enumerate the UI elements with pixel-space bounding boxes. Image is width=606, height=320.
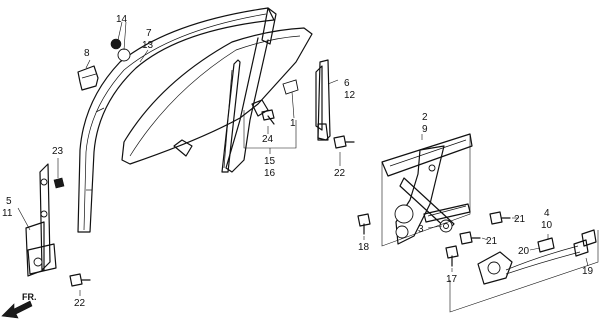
callout-9: 9	[422, 124, 428, 135]
callout-21-lower: 21	[486, 236, 498, 247]
callout-23: 23	[52, 146, 64, 157]
callout-6: 6	[344, 78, 350, 89]
callout-19: 19	[582, 266, 594, 277]
regulator-outline	[381, 134, 471, 247]
clip-8	[77, 65, 99, 91]
callout-24: 24	[262, 134, 274, 145]
leader-lines	[17, 21, 589, 296]
door-sash-channel	[77, 7, 277, 233]
callout-12: 12	[344, 90, 356, 101]
bolt-22-lower	[69, 273, 91, 287]
callout-2: 2	[422, 112, 428, 123]
callout-16: 16	[264, 168, 276, 179]
callout-20: 20	[518, 246, 530, 257]
callout-14: 14	[116, 14, 128, 25]
bolt-24	[261, 109, 275, 125]
regulator-motor	[477, 237, 589, 285]
callout-13: 13	[142, 40, 154, 51]
bolt-21-upper	[489, 211, 511, 225]
bolt-21-lower	[459, 231, 481, 245]
door-glass	[121, 27, 313, 165]
front-direction-label: FR.	[22, 292, 37, 302]
nut-23	[53, 177, 65, 189]
bolt-18	[357, 213, 371, 235]
callout-15: 15	[264, 156, 276, 167]
callout-21-upper: 21	[514, 214, 526, 225]
callout-18: 18	[358, 242, 370, 253]
front-lower-channel	[25, 163, 57, 277]
callout-4: 4	[544, 208, 550, 219]
bolt-17	[445, 245, 459, 267]
clip-19	[581, 229, 597, 247]
callout-22-upper: 22	[334, 168, 346, 179]
callout-7: 7	[146, 28, 152, 39]
callout-3: 3	[418, 224, 424, 235]
center-run-channel	[221, 59, 241, 173]
callout-8: 8	[84, 48, 90, 59]
motor-outline	[449, 230, 599, 313]
rear-lower-channel	[315, 59, 331, 141]
callout-11: 11	[2, 208, 13, 219]
front-direction-arrow	[1, 300, 33, 319]
callout-1: 1	[290, 118, 296, 129]
callout-17: 17	[446, 274, 458, 285]
bolt-22-upper	[333, 135, 355, 149]
callout-22-lower: 22	[74, 298, 86, 309]
grommet-14	[110, 38, 131, 62]
window-regulator	[381, 133, 473, 245]
callout-10: 10	[541, 220, 553, 231]
callout-5: 5	[6, 196, 12, 207]
